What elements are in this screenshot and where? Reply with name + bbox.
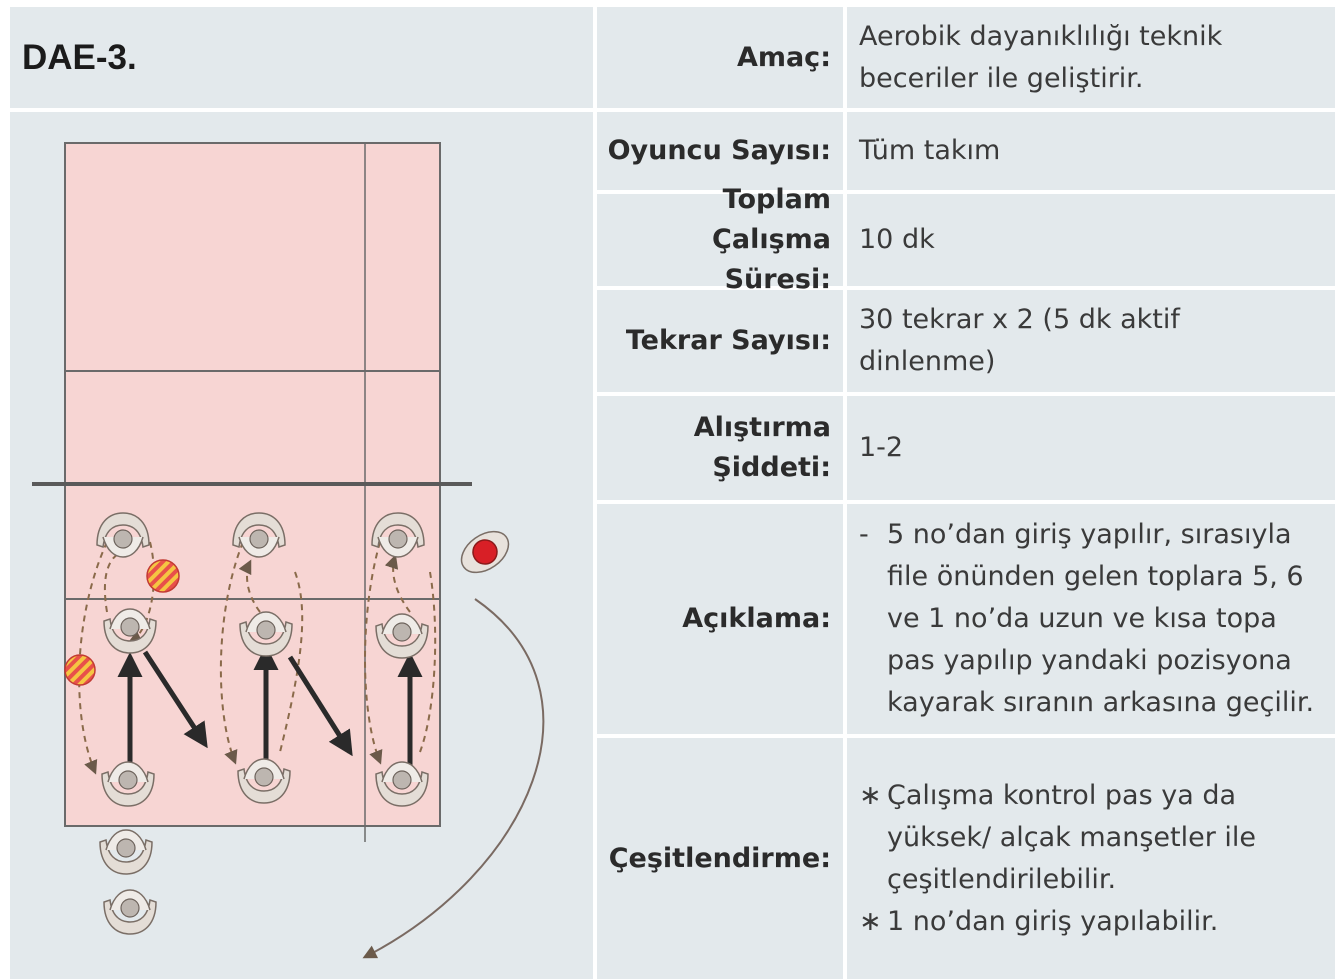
drill-code: DAE-3.: [10, 7, 593, 108]
field-value-toplam-sure: 10 dk: [847, 194, 1335, 286]
asterisk-bullet: ∗: [859, 779, 882, 811]
dash-bullet: -: [859, 519, 869, 550]
movement-arrow: [287, 655, 353, 757]
court-diagram: [32, 142, 545, 959]
field-label-cesitlendirme: Çeşitlendirme:: [597, 738, 843, 979]
field-value-oyuncu-sayisi: Tüm takım: [847, 112, 1335, 190]
ball-icon: [146, 559, 180, 593]
variation-text: Çalışma kontrol pas ya da yüksek/ alçak …: [887, 779, 1257, 895]
field-value-cesitlendirme: ∗ Çalışma kontrol pas ya da yüksek/ alça…: [847, 738, 1335, 979]
coach-icon: [460, 530, 510, 574]
variation-item: ∗ Çalışma kontrol pas ya da yüksek/ alça…: [859, 775, 1329, 901]
drill-diagram: [10, 112, 593, 979]
field-label-amac: Amaç:: [597, 7, 843, 108]
description-text: 5 no’dan giriş yapılır, sırasıyla file ö…: [887, 519, 1315, 718]
description-item: - 5 no’dan giriş yapılır, sırasıyla file…: [859, 514, 1327, 724]
player-icon: [103, 889, 157, 935]
field-value-siddet: 1-2: [847, 396, 1335, 500]
field-value-tekrar-sayisi: 30 tekrar x 2 (5 dk aktif dinlenme): [847, 290, 1335, 392]
player-icon: [99, 829, 153, 875]
asterisk-bullet: ∗: [859, 905, 882, 937]
movement-arrow: [362, 598, 545, 959]
field-value-amac: Aerobik dayanıklılığı teknik beceriler i…: [847, 7, 1335, 108]
field-label-siddet: Alıştırma Şiddeti:: [597, 396, 843, 500]
field-label-tekrar-sayisi: Tekrar Sayısı:: [597, 290, 843, 392]
field-label-aciklama: Açıklama:: [597, 504, 843, 734]
ball-icon: [64, 654, 96, 686]
field-label-toplam-sure: Toplam Çalışma Süresi:: [597, 184, 843, 295]
field-value-aciklama: - 5 no’dan giriş yapılır, sırasıyla file…: [847, 504, 1335, 734]
variation-text: 1 no’dan giriş yapılabilir.: [887, 905, 1219, 937]
movement-arrow: [142, 650, 208, 749]
field-label-oyuncu-sayisi: Oyuncu Sayısı:: [597, 112, 843, 190]
variation-item: ∗ 1 no’dan giriş yapılabilir.: [859, 901, 1218, 943]
